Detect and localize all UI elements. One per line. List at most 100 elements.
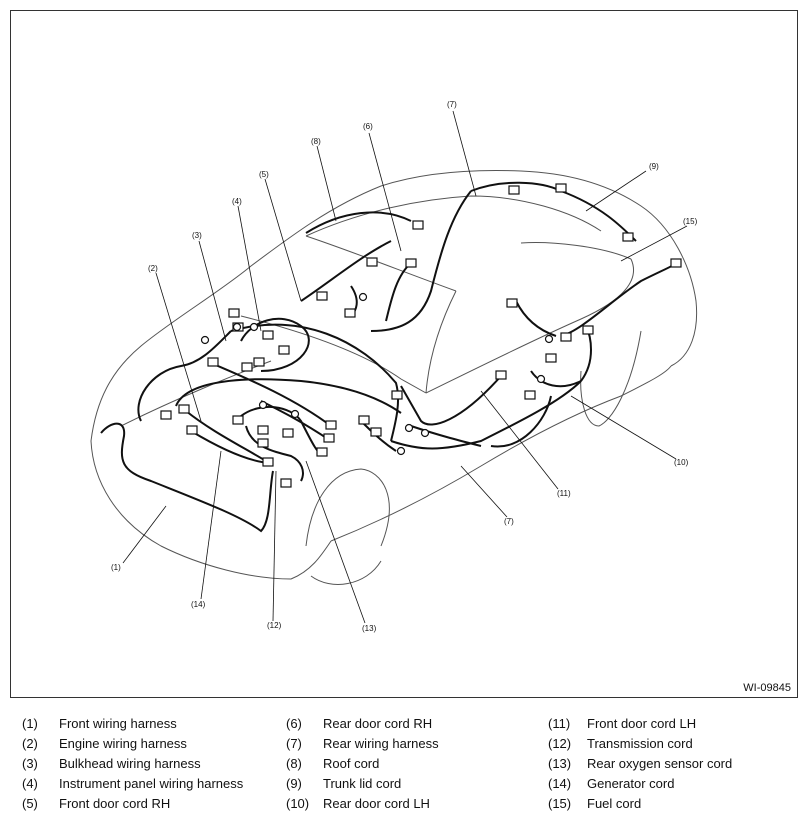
- callout-11: (11): [557, 489, 571, 498]
- legend-label: Engine wiring harness: [59, 736, 187, 751]
- wiring-harness-lines: [100, 181, 678, 533]
- callout-4: (4): [232, 197, 242, 206]
- legend-label: Front door cord LH: [587, 716, 697, 731]
- legend-item: (15)Fuel cord: [548, 794, 641, 814]
- connector: [160, 410, 172, 420]
- callout-1: (1): [111, 563, 121, 572]
- connector: [560, 332, 572, 342]
- legend-label: Rear door cord RH: [323, 716, 433, 731]
- connector: [670, 258, 682, 268]
- legend-label: Fuel cord: [587, 796, 642, 811]
- connector: [325, 420, 337, 430]
- legend-item: (2) Engine wiring harness: [22, 734, 187, 754]
- legend-number: (4): [22, 776, 38, 791]
- legend-number: (13): [548, 756, 572, 771]
- callout-2: (2): [148, 264, 158, 273]
- legend-label: Rear oxygen sensor cord: [587, 756, 733, 771]
- leader-lines: [122, 110, 688, 624]
- connector: [323, 433, 335, 443]
- connectors: [160, 183, 682, 488]
- legend-label: Front door cord RH: [59, 796, 171, 811]
- callout-13: (13): [362, 624, 377, 633]
- connector: [200, 335, 210, 345]
- connector: [178, 404, 190, 414]
- callout-6: (6): [363, 122, 373, 131]
- connector: [370, 427, 382, 437]
- legend-number: (10): [286, 796, 310, 811]
- callout-10: (10): [674, 458, 689, 467]
- connector: [278, 345, 290, 355]
- callout-labels: (1) (2) (3) (4) (5) (6) (7) (8) (9) (10)…: [111, 100, 698, 633]
- callout-3: (3): [192, 231, 202, 240]
- connector: [207, 357, 219, 367]
- legend-label: Front wiring harness: [59, 716, 177, 731]
- connector: [241, 362, 253, 372]
- legend-item: (5) Front door cord RH: [22, 794, 170, 814]
- connector: [506, 298, 518, 308]
- connector: [358, 415, 370, 425]
- connector: [257, 438, 269, 448]
- connector: [396, 446, 406, 456]
- legend-number: (1): [22, 716, 38, 731]
- connector: [290, 409, 300, 419]
- connector: [253, 357, 265, 367]
- legend-label: Roof cord: [323, 756, 380, 771]
- vehicle-wiring-diagram: (1) (2) (3) (4) (5) (6) (7) (8) (9) (10)…: [90, 100, 698, 633]
- legend-label: Rear door cord LH: [323, 796, 430, 811]
- legend-number: (8): [286, 756, 302, 771]
- legend-label: Trunk lid cord: [323, 776, 402, 791]
- legend-number: (5): [22, 796, 38, 811]
- connector: [545, 353, 557, 363]
- connector: [280, 478, 292, 488]
- connector: [582, 325, 594, 335]
- legend-number: (3): [22, 756, 38, 771]
- callout-8: (8): [311, 137, 321, 146]
- legend-column-3: (11)Front door cord LH (12)Transmission …: [548, 714, 732, 814]
- connector: [412, 220, 424, 230]
- legend-item: (13) Rear oxygen sensor cord: [548, 754, 732, 774]
- connector: [257, 425, 269, 435]
- legend-number: (14): [548, 776, 572, 791]
- connector: [249, 322, 259, 332]
- callout-7-top: (7): [447, 100, 457, 109]
- connector: [344, 308, 356, 318]
- legend-item: (1) Front wiring harness: [22, 714, 177, 734]
- legend-label: Generator cord: [587, 776, 675, 791]
- legend-number: (6): [286, 716, 302, 731]
- connector: [555, 183, 567, 193]
- legend-label: Transmission cord: [587, 736, 693, 751]
- connector: [622, 232, 634, 242]
- legend-item: (3) Bulkhead wiring harness: [22, 754, 201, 774]
- connector: [536, 374, 546, 384]
- legend-item: (9) Trunk lid cord: [286, 774, 401, 794]
- callout-5: (5): [259, 170, 269, 179]
- connector: [262, 330, 274, 340]
- callout-14: (14): [191, 600, 206, 609]
- legend-label: Instrument panel wiring harness: [59, 776, 244, 791]
- connector: [508, 185, 520, 195]
- legend-column-2: (6) Rear door cord RH (7) Rear wiring harn…: [286, 714, 439, 814]
- legend-number: (12): [548, 736, 572, 751]
- connector: [232, 415, 244, 425]
- connector: [495, 370, 507, 380]
- callout-12: (12): [267, 621, 282, 630]
- connector: [524, 390, 536, 400]
- legend-label: Rear wiring harness: [323, 736, 439, 751]
- figure-code: WI-09845: [743, 682, 791, 694]
- legend-number: (2): [22, 736, 38, 751]
- connector: [405, 258, 417, 268]
- connector: [404, 423, 414, 433]
- legend: (1) Front wiring harness (2) Engine wiring…: [0, 710, 807, 815]
- callout-7-bottom: (7): [504, 517, 514, 526]
- legend-number: (9): [286, 776, 302, 791]
- legend-item: (6) Rear door cord RH: [286, 714, 432, 734]
- car-body-outline: [90, 170, 698, 585]
- legend-item: (7) Rear wiring harness: [286, 734, 439, 754]
- connector: [262, 457, 274, 467]
- legend-column-1: (1) Front wiring harness (2) Engine wiring…: [22, 714, 243, 814]
- legend-label: Bulkhead wiring harness: [59, 756, 201, 771]
- legend-number: (7): [286, 736, 302, 751]
- connector: [258, 400, 268, 410]
- legend-item: (12) Transmission cord: [548, 734, 693, 754]
- connector: [232, 322, 242, 332]
